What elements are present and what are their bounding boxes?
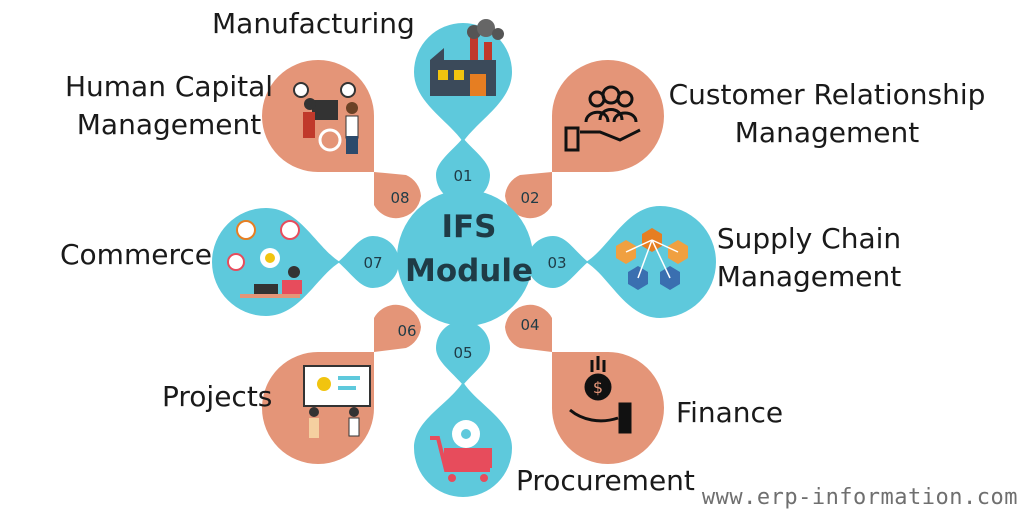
teardrop-supply-chain	[586, 206, 716, 318]
label-supply-chain: Supply Chain Management	[716, 220, 902, 296]
label-hcm: Human Capital Management	[64, 68, 274, 144]
center-title-line1: IFS	[441, 209, 497, 245]
money-hand-icon: $	[569, 356, 632, 434]
teardrop-procurement	[414, 382, 512, 497]
label-commerce: Commerce	[60, 238, 212, 271]
module-number-04: 04	[520, 316, 539, 334]
petal-04: 04	[505, 304, 552, 352]
petal-02: 02	[505, 172, 552, 219]
teardrop-manufacturing	[414, 19, 512, 142]
petal-03: 03	[527, 236, 588, 288]
module-number-06: 06	[397, 322, 416, 340]
teardrop-commerce	[212, 208, 340, 316]
shopping-cart-gear-icon	[430, 420, 492, 482]
module-number-07: 07	[363, 254, 382, 272]
module-number-05: 05	[453, 344, 472, 362]
teardrop-finance: $	[551, 351, 664, 464]
petal-06: 06	[374, 304, 421, 352]
handshake-people-icon	[564, 85, 641, 152]
label-supply-chain-line2: Management	[716, 260, 902, 293]
factory-icon	[430, 19, 504, 96]
commerce-people-icon	[227, 220, 302, 298]
teardrop-hcm	[262, 60, 375, 173]
module-number-01: 01	[453, 167, 472, 185]
petal-01: 01	[436, 138, 490, 202]
label-hcm-line1: Human Capital	[64, 70, 274, 103]
label-manufacturing: Manufacturing	[212, 7, 415, 40]
label-procurement: Procurement	[516, 464, 695, 497]
label-crm-line1: Customer Relationship	[668, 78, 986, 111]
module-number-08: 08	[390, 189, 409, 207]
label-supply-chain-line1: Supply Chain	[716, 222, 902, 255]
teardrop-crm	[551, 60, 664, 173]
label-finance: Finance	[676, 396, 784, 429]
petal-05: 05	[436, 321, 490, 385]
hexagon-network-icon	[616, 228, 688, 290]
hr-team-icon	[293, 82, 359, 154]
project-team-icon	[303, 365, 371, 438]
petal-07: 07	[338, 236, 399, 288]
watermark: www.erp-information.com	[701, 485, 1018, 510]
label-crm-line2: Management	[734, 116, 920, 149]
svg-text:$: $	[593, 378, 603, 397]
petal-08: 08	[374, 172, 421, 219]
module-number-03: 03	[547, 254, 566, 272]
label-projects: Projects	[162, 380, 273, 413]
center-title-line2: Module	[404, 253, 534, 289]
center-title: IFS Module	[404, 205, 534, 293]
module-number-02: 02	[520, 189, 539, 207]
label-hcm-line2: Management	[76, 108, 262, 141]
teardrop-projects	[262, 351, 375, 464]
center-circle	[397, 190, 533, 326]
label-crm: Customer Relationship Management	[668, 76, 986, 152]
